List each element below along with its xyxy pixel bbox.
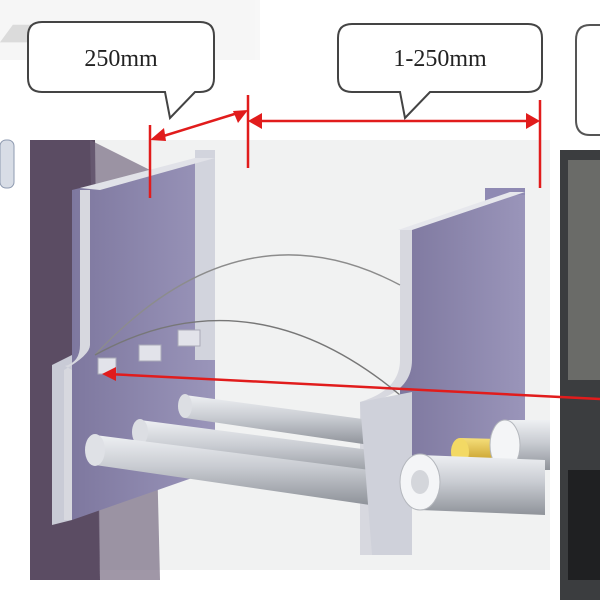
fabric-arc-outer	[94, 254, 401, 356]
right-callout-label: 1-250mm	[393, 46, 487, 72]
right-plate	[360, 188, 525, 555]
right-plate-front	[360, 392, 412, 555]
fabric-arc-inner	[94, 319, 401, 396]
left-callout-label: 250mm	[84, 46, 158, 72]
dimension-lines	[107, 95, 600, 401]
left-callout	[27, 21, 215, 121]
rollers	[85, 394, 370, 505]
left-edge-button	[0, 139, 15, 189]
right-callout	[337, 23, 543, 121]
right-callout-fragment	[575, 24, 600, 136]
right-machine-panel	[568, 160, 600, 380]
right-roller-assembly	[399, 419, 550, 515]
right-machine-lower	[568, 470, 600, 580]
dimension-arrowheads	[102, 110, 540, 381]
